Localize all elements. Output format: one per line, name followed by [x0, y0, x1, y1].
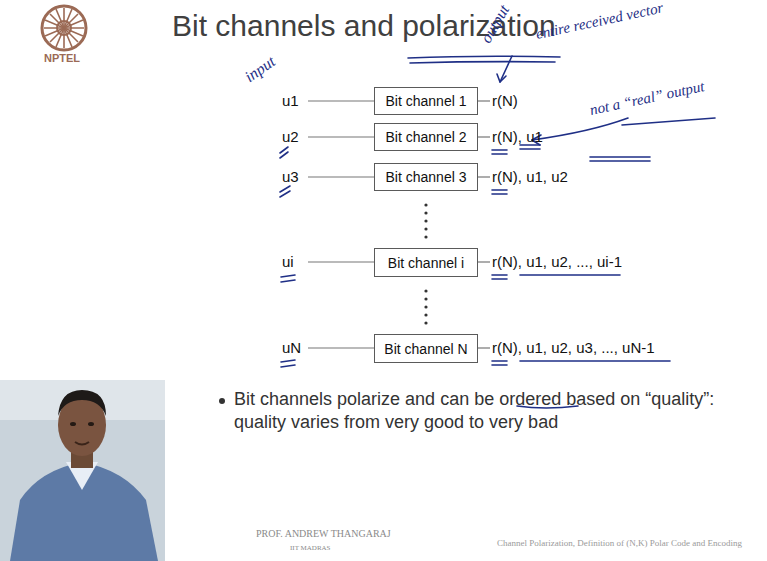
- box-label: Bit channel 1: [386, 93, 467, 109]
- handwritten-note: not a “real” output: [588, 78, 706, 119]
- input-wires: [308, 101, 374, 348]
- output-text: r(N): [492, 92, 518, 109]
- output-text: r(N), u1, u2, u3, ..., uN-1: [492, 339, 655, 356]
- nptel-logo: [42, 6, 86, 50]
- bit-channel-box: Bit channel N: [374, 334, 478, 363]
- box-label: Bit channel 3: [386, 169, 467, 185]
- input-bit: u3: [282, 168, 299, 185]
- box-label: Bit channel 2: [386, 129, 467, 145]
- input-bit: uN: [282, 339, 301, 356]
- output-text: r(N), u1: [492, 128, 543, 145]
- bit-channel-box: Bit channel i: [374, 248, 478, 277]
- bullet-dot: [219, 398, 225, 404]
- handwritten-note: entire received vector: [534, 0, 664, 43]
- bit-channel-box: Bit channel 1: [374, 87, 478, 115]
- bit-channel-box: Bit channel 2: [374, 123, 478, 151]
- box-label: Bit channel N: [384, 341, 467, 357]
- footer-text: IIT MADRAS: [290, 544, 331, 552]
- bullet-text: Bit channels polarize and can be ordered…: [234, 388, 749, 435]
- box-label: Bit channel i: [388, 255, 464, 271]
- footer-text: Channel Polarization, Definition of (N,K…: [497, 538, 742, 548]
- output-wires: [478, 101, 490, 348]
- logo-text: NPTEL: [44, 52, 80, 65]
- output-text: r(N), u1, u2: [492, 168, 568, 185]
- ink-marks: [280, 56, 715, 408]
- input-bit: ui: [282, 253, 294, 270]
- bit-channel-box: Bit channel 3: [374, 163, 478, 191]
- footer-text: PROF. ANDREW THANGARAJ: [256, 528, 391, 540]
- output-text: r(N), u1, u2, ..., ui-1: [492, 253, 622, 270]
- handwritten-note: input: [241, 52, 278, 86]
- presenter-video: [0, 380, 165, 561]
- input-bit: u1: [282, 92, 299, 109]
- input-bit: u2: [282, 128, 299, 145]
